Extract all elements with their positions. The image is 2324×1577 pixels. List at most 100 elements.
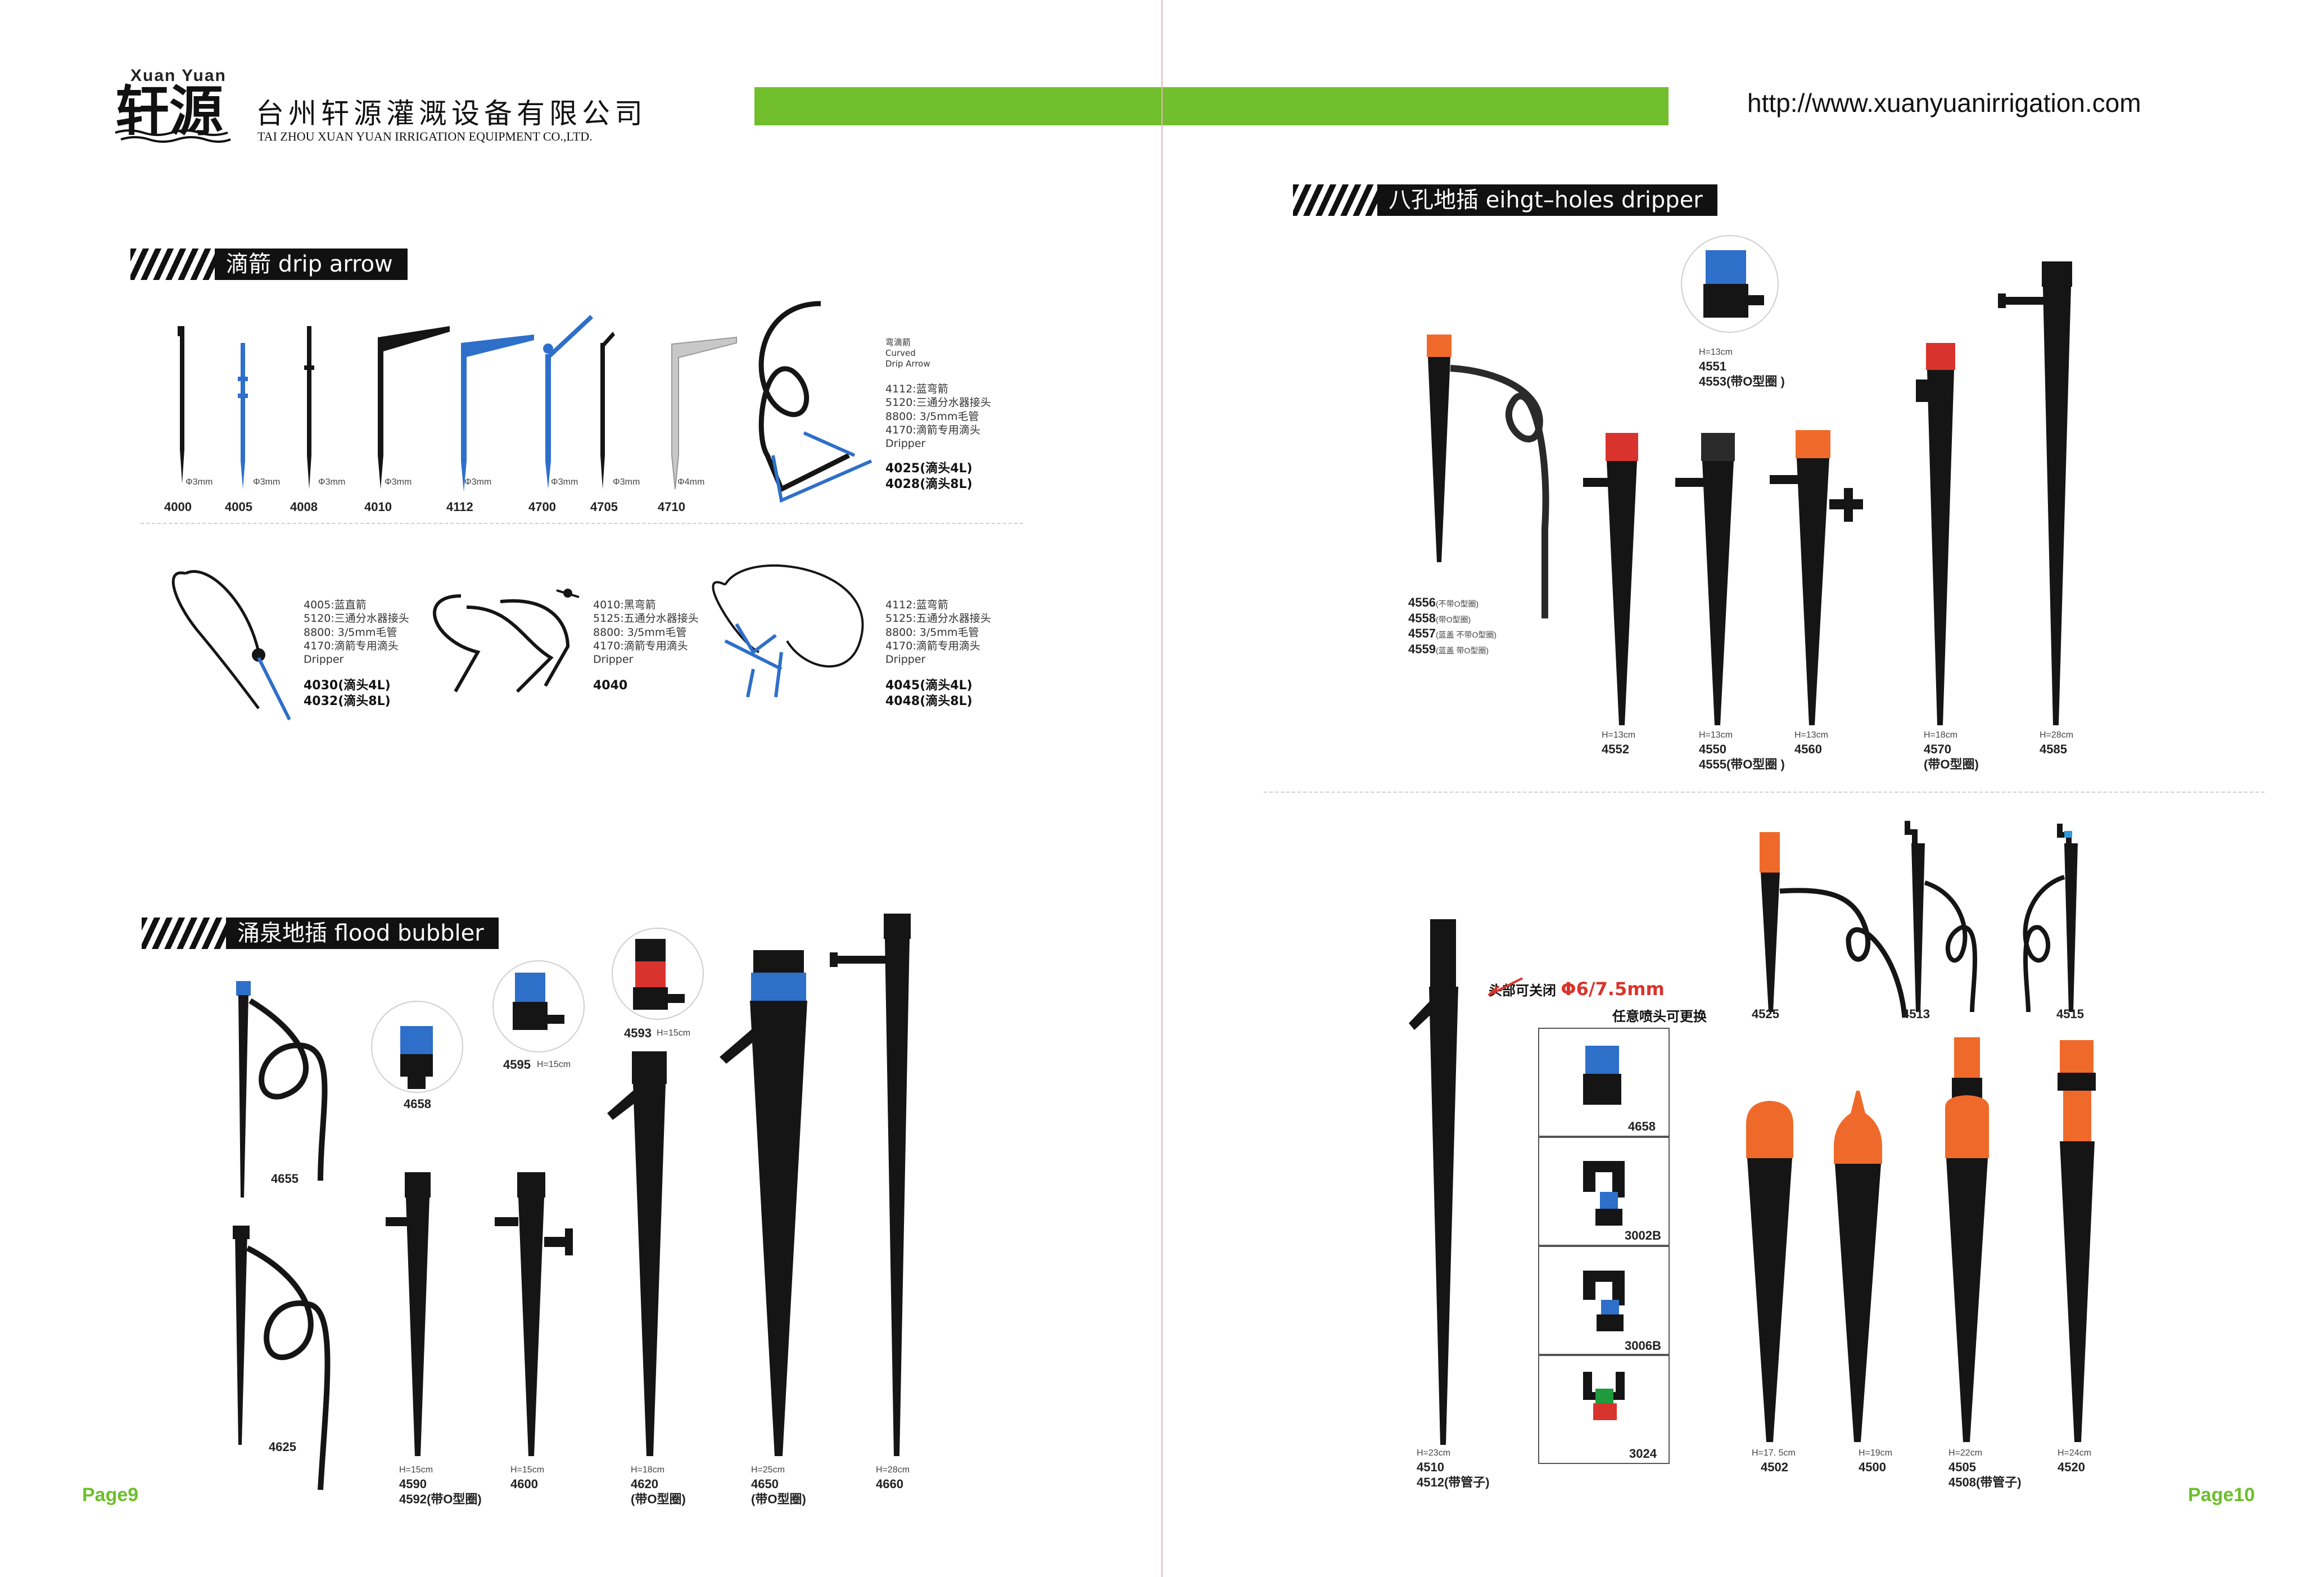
section-title: 八孔地插 eihgt–holes dripper <box>1377 184 1717 216</box>
product-code: 4700 <box>528 500 556 514</box>
right-page: http://www.xuanyuanirrigation.com 八孔地插 e… <box>1163 0 2324 1577</box>
desc-line: 8800: 3/5mm毛管 <box>304 626 397 639</box>
height-label: H=18cm <box>1924 730 1958 740</box>
page-number: Page9 <box>82 1484 139 1506</box>
dia-label: Φ3mm <box>186 477 213 487</box>
kit-code: 4028(滴头8L) <box>885 477 973 491</box>
product-code: 4502 <box>1761 1459 1788 1474</box>
dia-label: Φ4mm <box>677 477 705 487</box>
height-label: H=18cm <box>631 1465 665 1475</box>
variant-note: (蓝盖 不带O型圈) <box>1435 630 1497 639</box>
product-code: 4112 <box>446 500 473 514</box>
product-code: 4550 <box>1699 742 1726 756</box>
dripper-4585-labels: H=28cm 4585 <box>2040 730 2073 757</box>
product-code: 4553(带O型圈 ) <box>1699 374 1785 389</box>
note-line: Curved <box>885 348 916 359</box>
kit-code: 4025(滴头4L) <box>885 461 973 476</box>
bubbler-4650-labels: H=25cm 4650 (带O型圈) <box>751 1465 806 1507</box>
height-label: H=17. 5cm <box>1752 1448 1796 1458</box>
kit-4040-tube-icon <box>433 594 570 693</box>
desc-line: 5120:三通分水器接头 <box>304 612 409 625</box>
height-label: H=15cm <box>399 1465 433 1475</box>
section-header-flood-bubbler: 涌泉地插 flood bubbler <box>142 918 499 949</box>
product-code: 4557 <box>1408 626 1436 640</box>
product-code: 4655 <box>271 1172 299 1186</box>
drip-arrow-4700-icon <box>545 354 551 489</box>
logo-wave-icon <box>115 129 231 143</box>
curved-kit-description: 4112:蓝弯箭 5120:三通分水器接头 8800: 3/5mm毛管 4170… <box>885 382 991 492</box>
section-header-eight-holes: 八孔地插 eihgt–holes dripper <box>1293 184 1717 216</box>
dripper-4502-icon <box>1746 1101 1793 1158</box>
drip-arrow-4008-icon <box>307 326 311 489</box>
dripper-4500-labels: H=19cm 4500 <box>1859 1448 1892 1475</box>
bubbler-4660-labels: H=28cm 4660 <box>876 1465 910 1492</box>
company-url: http://www.xuanyuanirrigation.com <box>1747 88 2141 118</box>
note-line: 弯滴箭 <box>885 337 911 347</box>
dripper-4510-labels: H=23cm 4510 4512(带管子) <box>1417 1448 1490 1490</box>
product-code: 4559 <box>1408 641 1436 656</box>
kit-code: 4048(滴头8L) <box>885 694 973 708</box>
product-code: 4620 <box>631 1476 658 1491</box>
height-label: H=24cm <box>2058 1448 2092 1458</box>
product-code: (带O型圈) <box>631 1492 686 1507</box>
desc-line: Dripper <box>304 653 344 666</box>
eight-holes-illustrations <box>1427 250 2072 725</box>
product-code: 4710 <box>658 500 685 514</box>
head-code: 4658 <box>1628 1119 1656 1133</box>
product-code: 4658 <box>404 1097 431 1111</box>
height-label: H=19cm <box>1859 1448 1893 1458</box>
product-code: 4010 <box>364 500 392 514</box>
drip-arrow-illustrations <box>178 301 872 503</box>
desc-line: 4170:滴箭专用滴头 <box>593 639 688 652</box>
drip-arrow-4000-icon <box>180 332 184 484</box>
curved-drip-kit-tube-icon <box>758 301 851 493</box>
dripper-4556-labels: 4556(不带O型圈) 4558(带O型圈) 4557(蓝盖 不带O型圈) 45… <box>1408 595 1496 657</box>
desc-line: 4170:滴箭专用滴头 <box>304 639 399 652</box>
dripper-4513-icon <box>1905 821 1918 843</box>
product-code: 4513 <box>1902 1007 1930 1021</box>
product-code: 4500 <box>1859 1459 1886 1474</box>
dripper-4551-labels: H=13cm 4551 4553(带O型圈 ) <box>1699 347 1785 390</box>
dia-label: Φ3mm <box>318 477 346 487</box>
bubbler-4590-labels: H=15cm 4590 4592(带O型圈) <box>399 1465 482 1507</box>
dripper-4510-icon <box>1430 919 1456 987</box>
stripes-icon <box>130 248 215 280</box>
dia-label: Φ3mm <box>385 477 412 487</box>
product-code: 4592(带O型圈) <box>399 1492 482 1507</box>
desc-line: 4170:滴箭专用滴头 <box>885 639 980 652</box>
product-code: 4585 <box>2040 742 2067 756</box>
product-code: 4520 <box>2058 1459 2085 1474</box>
product-code: 4625 <box>269 1440 296 1454</box>
page-number: Page10 <box>2188 1484 2255 1506</box>
desc-line: 5125:五通分水器接头 <box>885 612 991 625</box>
product-code: 4551 <box>1699 359 1726 373</box>
dripper-head-4551-icon <box>1706 250 1746 284</box>
company-name-cn: 台州轩源灌溉设备有限公司 <box>256 97 647 130</box>
logo-latin-text: Xuan Yuan <box>130 66 227 85</box>
drip-kit-illustrations <box>171 564 864 721</box>
head-3006b-icon <box>1583 1271 1625 1305</box>
height-label: H=23cm <box>1417 1448 1451 1458</box>
height-label: H=15cm <box>537 1060 571 1069</box>
bubbler-4660-icon <box>884 914 911 939</box>
note-replaceable-head: 任意喷头可更换 <box>1612 1009 1707 1024</box>
dia-label: Φ3mm <box>613 477 640 487</box>
company-name-en: TAI ZHOU XUAN YUAN IRRIGATION EQUIPMENT … <box>257 129 593 143</box>
bubbler-4625-icon <box>235 1231 247 1445</box>
product-code: (带O型圈) <box>751 1492 806 1507</box>
head-3002b-icon <box>1583 1161 1625 1198</box>
left-page: Xuan Yuan 轩源 台州轩源灌溉设备有限公司 TAI ZHOU XUAN … <box>0 0 1161 1577</box>
kit-4040-description: 4010:黑弯箭 5125:五通分水器接头 8800: 3/5mm毛管 4170… <box>593 598 699 694</box>
product-code: 4590 <box>399 1476 427 1491</box>
kit-code: 4030(滴头4L) <box>304 678 391 693</box>
product-code: 4660 <box>876 1476 903 1491</box>
product-code: 4008 <box>290 500 318 514</box>
desc-line: Dripper <box>885 653 926 666</box>
dripper-4552-labels: H=13cm 4552 <box>1602 730 1635 757</box>
desc-line: 5125:五通分水器接头 <box>593 612 699 625</box>
product-code: 4570 <box>1924 742 1951 756</box>
section-header-drip-arrow: 滴箭 drip arrow <box>130 248 408 280</box>
dripper-4502-labels: H=17. 5cm 4502 <box>1752 1448 1796 1475</box>
desc-line: 8800: 3/5mm毛管 <box>593 626 687 639</box>
section-title: 涌泉地插 flood bubbler <box>226 918 499 949</box>
